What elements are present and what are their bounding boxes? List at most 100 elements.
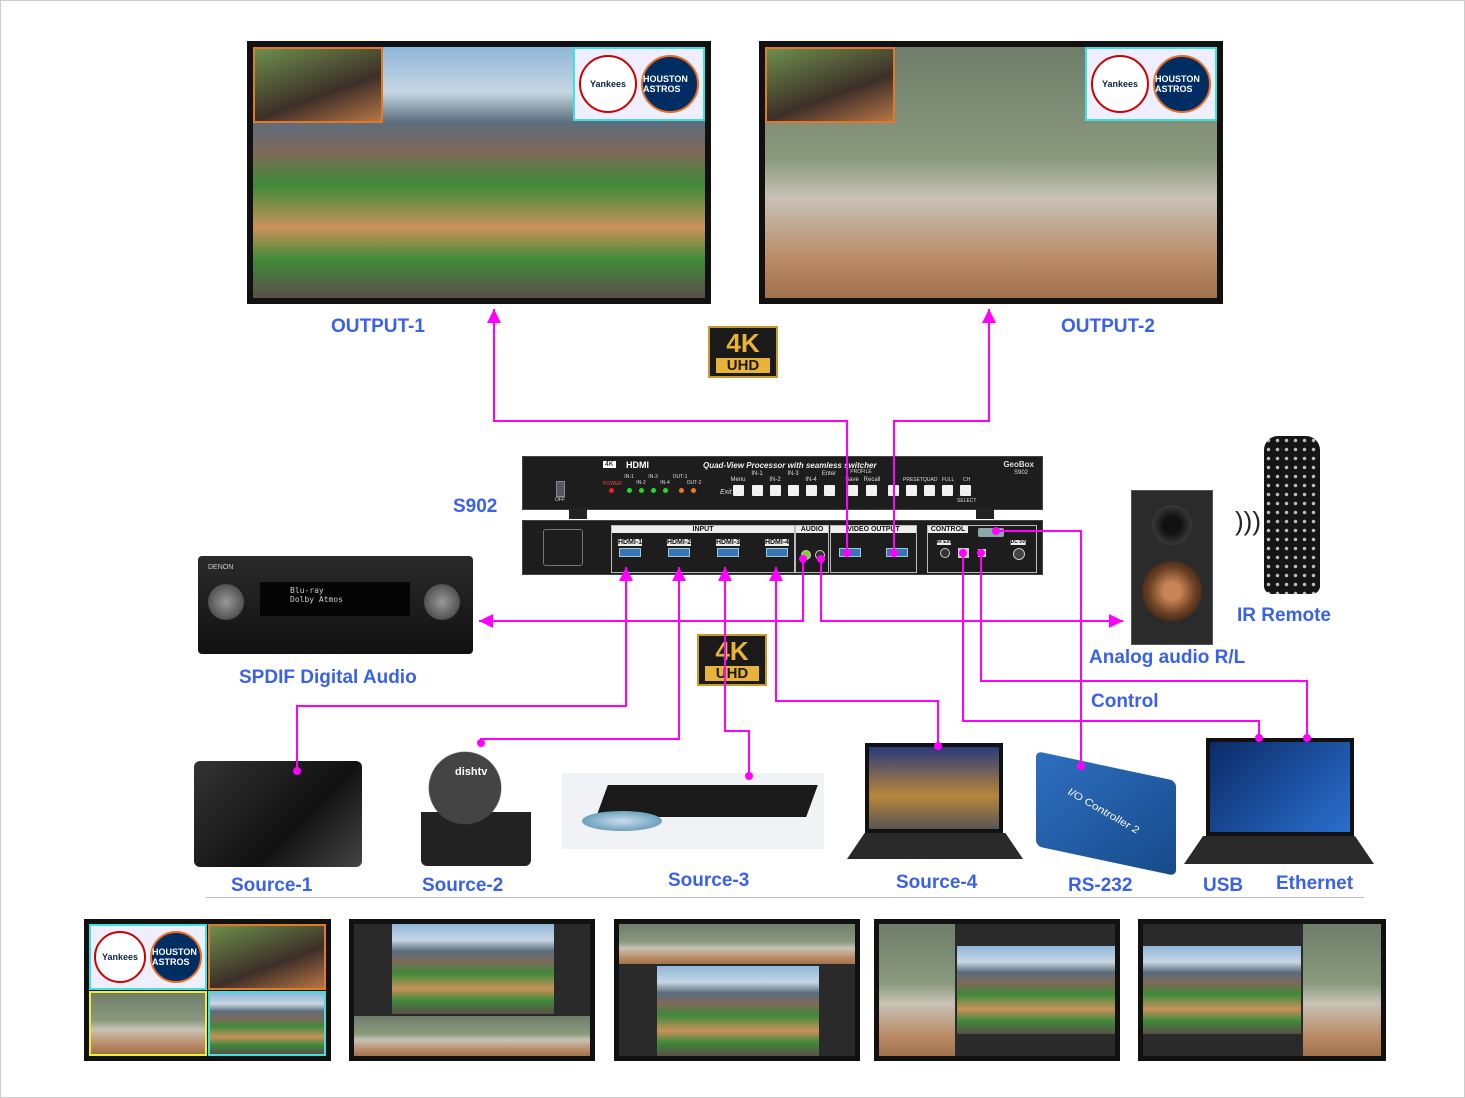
menu-button[interactable] (733, 485, 744, 496)
recall-button[interactable] (866, 485, 877, 496)
in3-button[interactable] (788, 485, 799, 496)
hdmi-input-1-label: HDMI-1 (617, 539, 643, 546)
control-section-label: CONTROL (928, 526, 968, 533)
model: S902 (1013, 470, 1028, 476)
select-label: SELECT (957, 498, 977, 504)
team-logos: Yankees HOUSTON ASTROS (89, 924, 207, 990)
denon-av-receiver: DENON Blu-ray Dolby Atmos (198, 556, 473, 654)
astros-logo: HOUSTON ASTROS (150, 930, 202, 983)
layout-thumbnail-main-top (614, 919, 860, 1061)
in4-button-label: IN-4 (805, 477, 817, 483)
connector-dot (934, 742, 942, 750)
avr-display-line1: Blu-ray (290, 586, 324, 595)
camcorder (194, 761, 362, 867)
preset-2-button[interactable] (906, 485, 917, 496)
connector-dot (890, 549, 898, 557)
arrowhead-icon (619, 567, 633, 581)
save-button-label: Save (845, 477, 859, 483)
device-model-label: S902 (453, 496, 498, 517)
in3-button-label: IN-3 (787, 471, 799, 477)
ir-remote[interactable] (1264, 436, 1320, 594)
ethernet-link (980, 553, 1308, 738)
quad-window (89, 990, 207, 1056)
in1-button-label: IN-1 (751, 471, 763, 477)
layout-thumbnail-main-left (1138, 919, 1386, 1061)
brand: GeoBox (1003, 460, 1034, 469)
hdmi-input-2-port[interactable] (668, 548, 690, 557)
source-1-link (296, 567, 627, 771)
avr-display-line2: Dolby Atmos (290, 595, 343, 604)
yankees-logo: Yankees (1091, 55, 1149, 113)
arrowhead-icon (672, 567, 686, 581)
in4-button[interactable] (806, 485, 817, 496)
connector-dot (477, 739, 485, 747)
ir-remote-label: IR Remote (1237, 605, 1331, 626)
astros-logo: HOUSTON ASTROS (1153, 55, 1211, 113)
in2-button[interactable] (770, 485, 781, 496)
output-1-label: OUTPUT-1 (331, 316, 425, 337)
main-window (1143, 946, 1301, 1034)
switch-off-label: OFF (555, 497, 565, 503)
input-knob (424, 584, 460, 620)
in2-led-label: IN-2 (636, 480, 646, 486)
source-3-link (724, 567, 750, 776)
device-title: Quad-View Processor with seamless switch… (703, 461, 877, 470)
ch-label: CH (963, 477, 971, 483)
laptop-screen (1206, 738, 1354, 836)
out1-led (679, 488, 684, 493)
connector-dot (293, 767, 301, 775)
dc-power-port[interactable] (1013, 548, 1025, 560)
yankees-logo: Yankees (94, 930, 146, 983)
dc-5v-label: DC 5V (1010, 539, 1026, 545)
ir-ext-port[interactable] (940, 548, 950, 558)
main-window (957, 946, 1115, 1034)
hdmi-input-3-port[interactable] (717, 548, 739, 557)
source-2-link (480, 567, 680, 743)
rs232-label: RS-232 (1068, 875, 1133, 896)
layout-thumbnail-main-right (874, 919, 1120, 1061)
enter-button-label: Enter (821, 471, 837, 477)
full-button[interactable] (942, 485, 953, 496)
arrowhead-icon (718, 567, 732, 581)
in2-led (639, 488, 644, 493)
video-output-section-label: VIDEO OUTPUT (831, 526, 916, 533)
badge-uhd-text: UHD (705, 666, 759, 681)
enter-button[interactable] (824, 485, 835, 496)
device-front-panel: 4K HDMI Quad-View Processor with seamles… (522, 456, 1043, 510)
woofer (1142, 561, 1202, 621)
pip-window (253, 47, 383, 123)
team-logos: Yankees HOUSTON ASTROS (573, 47, 705, 121)
sub-windows (879, 924, 955, 1056)
hdmi-input-1-port[interactable] (619, 548, 641, 557)
dishtv-logo: dishtv (455, 766, 488, 778)
rs232-link (996, 530, 1082, 766)
preset-label: PRESET (903, 477, 924, 483)
profile-label: PROFILE (850, 469, 872, 475)
ch-select-button[interactable] (960, 485, 971, 496)
output-1-link (493, 309, 848, 553)
speaker (1131, 490, 1213, 645)
menu-button-label: Menu (730, 477, 746, 483)
rs232-port[interactable] (978, 528, 1004, 537)
in2-button-label: IN-2 (769, 477, 781, 483)
quad-window (208, 990, 326, 1056)
control-label: Control (1091, 691, 1159, 712)
main-window (392, 924, 554, 1014)
connector-dot (843, 549, 851, 557)
tweeter (1152, 505, 1192, 545)
in1-button[interactable] (752, 485, 763, 496)
out1-led-label: OUT-1 (672, 474, 688, 480)
connector-dot (817, 555, 825, 563)
hdmi-input-4-port[interactable] (766, 548, 788, 557)
quad-button[interactable] (924, 485, 935, 496)
4k-uhd-badge: 4K UHD (708, 326, 778, 378)
disc (582, 811, 662, 831)
sub-windows (1303, 924, 1381, 1056)
recall-button-label: Recall (863, 477, 881, 483)
save-button[interactable] (847, 485, 858, 496)
power-switch[interactable] (556, 481, 565, 497)
source-3-label: Source-3 (668, 870, 750, 891)
bluray-player (562, 773, 824, 849)
